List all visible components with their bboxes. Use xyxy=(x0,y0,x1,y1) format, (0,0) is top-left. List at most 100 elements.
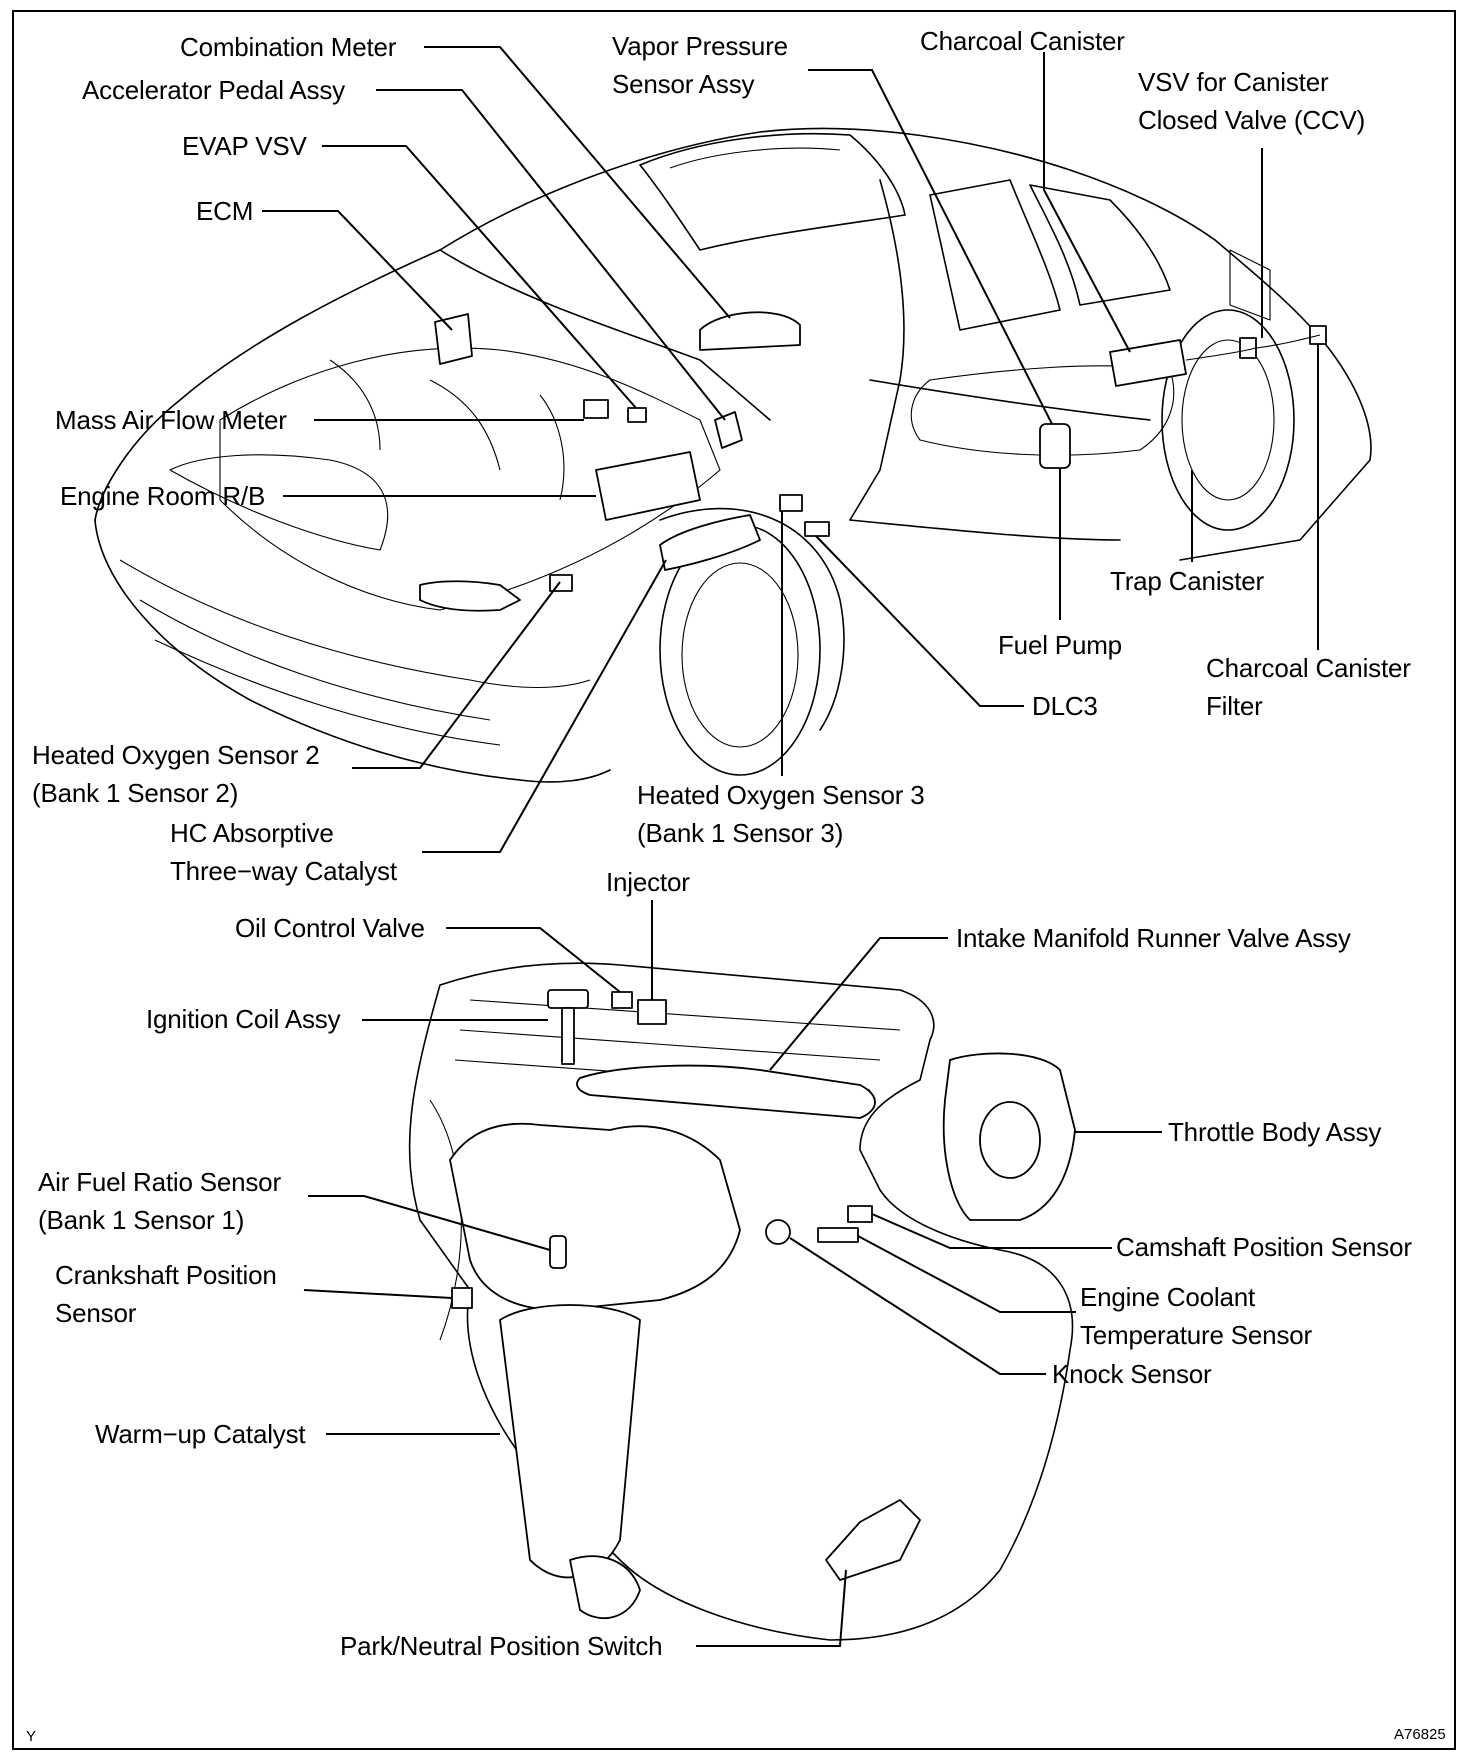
mass-air-flow-part xyxy=(583,399,609,419)
label-throttle-body: Throttle Body Assy xyxy=(1168,1117,1382,1147)
label-knock-sensor: Knock Sensor xyxy=(1052,1359,1212,1389)
leader-coolant-sensor xyxy=(857,1235,1076,1313)
label-charcoal-filter: Charcoal Canister Filter xyxy=(1206,653,1411,721)
label-vsv-ccv-line2: Closed Valve (CCV) xyxy=(1138,105,1366,135)
label-af-sensor-line1: Air Fuel Ratio Sensor xyxy=(38,1167,281,1197)
car-fog-strip xyxy=(154,639,501,746)
car-front-door-window xyxy=(929,179,1061,331)
car-headlight xyxy=(169,454,389,551)
car-sunroof-detail xyxy=(669,147,841,169)
label-park-neutral: Park/Neutral Position Switch xyxy=(340,1631,663,1661)
label-trap-canister: Trap Canister xyxy=(1110,566,1264,596)
label-injector: Injector xyxy=(606,867,690,897)
park-neutral-switch-part xyxy=(825,1499,921,1581)
label-ho2s3: Heated Oxygen Sensor 3 (Bank 1 Sensor 3) xyxy=(637,780,925,848)
label-ho2s2-line2: (Bank 1 Sensor 2) xyxy=(32,778,239,808)
oil-control-valve-part xyxy=(611,991,633,1009)
car-components xyxy=(419,311,1327,612)
label-dlc3: DLC3 xyxy=(1032,691,1098,721)
leader-combination-meter xyxy=(424,46,731,319)
label-engine-room-rb: Engine Room R/B xyxy=(60,481,266,511)
leader-camshaft-sensor xyxy=(871,1213,1112,1249)
label-vapor-pressure-line2: Sensor Assy xyxy=(612,69,755,99)
car-front-bumper xyxy=(94,519,611,783)
vsv-ccv-part xyxy=(1239,337,1257,359)
label-crankshaft-sensor-line2: Sensor xyxy=(55,1298,137,1328)
label-coolant-sensor-line2: Temperature Sensor xyxy=(1080,1320,1312,1350)
label-evap-vsv: EVAP VSV xyxy=(182,131,307,161)
charcoal-canister-part xyxy=(1109,339,1187,387)
label-ho2s2-line1: Heated Oxygen Sensor 2 xyxy=(32,740,320,770)
leader-ecm xyxy=(262,210,453,331)
exhaust-manifold-part xyxy=(449,1122,741,1311)
label-vsv-ccv-line1: VSV for Canister xyxy=(1138,67,1329,97)
label-coolant-sensor-line1: Engine Coolant xyxy=(1080,1282,1255,1312)
car-windshield-base xyxy=(439,249,771,421)
car-front-wheel-rim xyxy=(681,562,799,748)
intake-runner-valve-part xyxy=(576,1064,876,1119)
label-af-sensor-line2: (Bank 1 Sensor 1) xyxy=(38,1205,245,1235)
ignition-coil-part xyxy=(547,989,589,1009)
label-hc-catalyst-line1: HC Absorptive xyxy=(170,818,334,848)
label-crankshaft-sensor: Crankshaft Position Sensor xyxy=(55,1260,277,1328)
car-rear-door-window xyxy=(1029,184,1171,306)
label-ho2s3-line1: Heated Oxygen Sensor 3 xyxy=(637,780,925,810)
ignition-coil-boot xyxy=(561,1007,575,1065)
label-ho2s3-line2: (Bank 1 Sensor 3) xyxy=(637,818,844,848)
ecm-unit xyxy=(434,313,473,365)
car-rear-wheel xyxy=(1161,309,1295,531)
leader-oil-control-valve xyxy=(446,927,621,993)
car-sunroof xyxy=(639,133,906,251)
label-charcoal-filter-line2: Filter xyxy=(1206,691,1263,721)
engine-block xyxy=(408,962,1074,1641)
crankshaft-sensor-part xyxy=(451,1287,473,1309)
hc-catalyst-part xyxy=(659,514,761,571)
figure-id: A76825 xyxy=(1394,1726,1446,1743)
canister-hose xyxy=(1185,334,1321,361)
car-front-fender xyxy=(659,507,845,731)
label-charcoal-canister: Charcoal Canister xyxy=(920,26,1125,56)
label-coolant-sensor: Engine Coolant Temperature Sensor xyxy=(1080,1282,1312,1350)
car-fuel-lid xyxy=(1229,249,1271,321)
leader-park-neutral xyxy=(696,1569,847,1647)
combination-meter-part xyxy=(699,311,801,351)
label-hc-catalyst: HC Absorptive Three−way Catalyst xyxy=(170,818,397,886)
label-vapor-pressure: Vapor Pressure Sensor Assy xyxy=(612,31,788,99)
leader-vapor-pressure xyxy=(808,69,1053,425)
accelerator-pedal-part xyxy=(714,411,743,449)
car-engine-bay xyxy=(219,347,721,611)
car-grille-bottom xyxy=(139,599,491,721)
fuel-pump-part xyxy=(1039,423,1071,469)
label-oil-control-valve: Oil Control Valve xyxy=(235,913,425,943)
leader-charcoal-canister xyxy=(1043,52,1131,353)
engine-illustration xyxy=(408,962,1076,1641)
ho2s3-part xyxy=(779,494,803,512)
label-hc-catalyst-line2: Three−way Catalyst xyxy=(170,856,397,886)
leader-hc-catalyst xyxy=(422,559,667,853)
leader-crankshaft-sensor xyxy=(303,1289,453,1299)
car-rocker-line xyxy=(849,519,1121,541)
label-ecm: ECM xyxy=(196,196,254,226)
leader-lines xyxy=(262,46,1319,1647)
label-crankshaft-sensor-line1: Crankshaft Position xyxy=(55,1260,277,1290)
ho2s2-part xyxy=(549,574,573,592)
diagram-frame xyxy=(12,10,1456,1750)
car-door-line xyxy=(869,379,1151,421)
warmup-catalyst-part xyxy=(499,1304,641,1579)
coolant-sensor-part xyxy=(817,1227,859,1243)
leader-intake-runner xyxy=(769,937,948,1071)
car-a-pillar xyxy=(849,179,905,521)
leader-dlc3 xyxy=(815,535,1024,707)
car-rear-body xyxy=(1179,239,1372,561)
af-sensor-part xyxy=(549,1235,567,1269)
label-fuel-pump: Fuel Pump xyxy=(998,630,1122,660)
throttle-bore xyxy=(979,1101,1041,1179)
catalyst-flange-part xyxy=(569,1555,641,1619)
knock-sensor-part xyxy=(765,1219,791,1245)
label-vapor-pressure-line1: Vapor Pressure xyxy=(612,31,788,61)
camshaft-sensor-part xyxy=(847,1205,873,1223)
leader-accelerator-pedal xyxy=(376,89,726,421)
leader-af-sensor xyxy=(308,1195,551,1251)
evap-vsv-part xyxy=(627,407,647,423)
